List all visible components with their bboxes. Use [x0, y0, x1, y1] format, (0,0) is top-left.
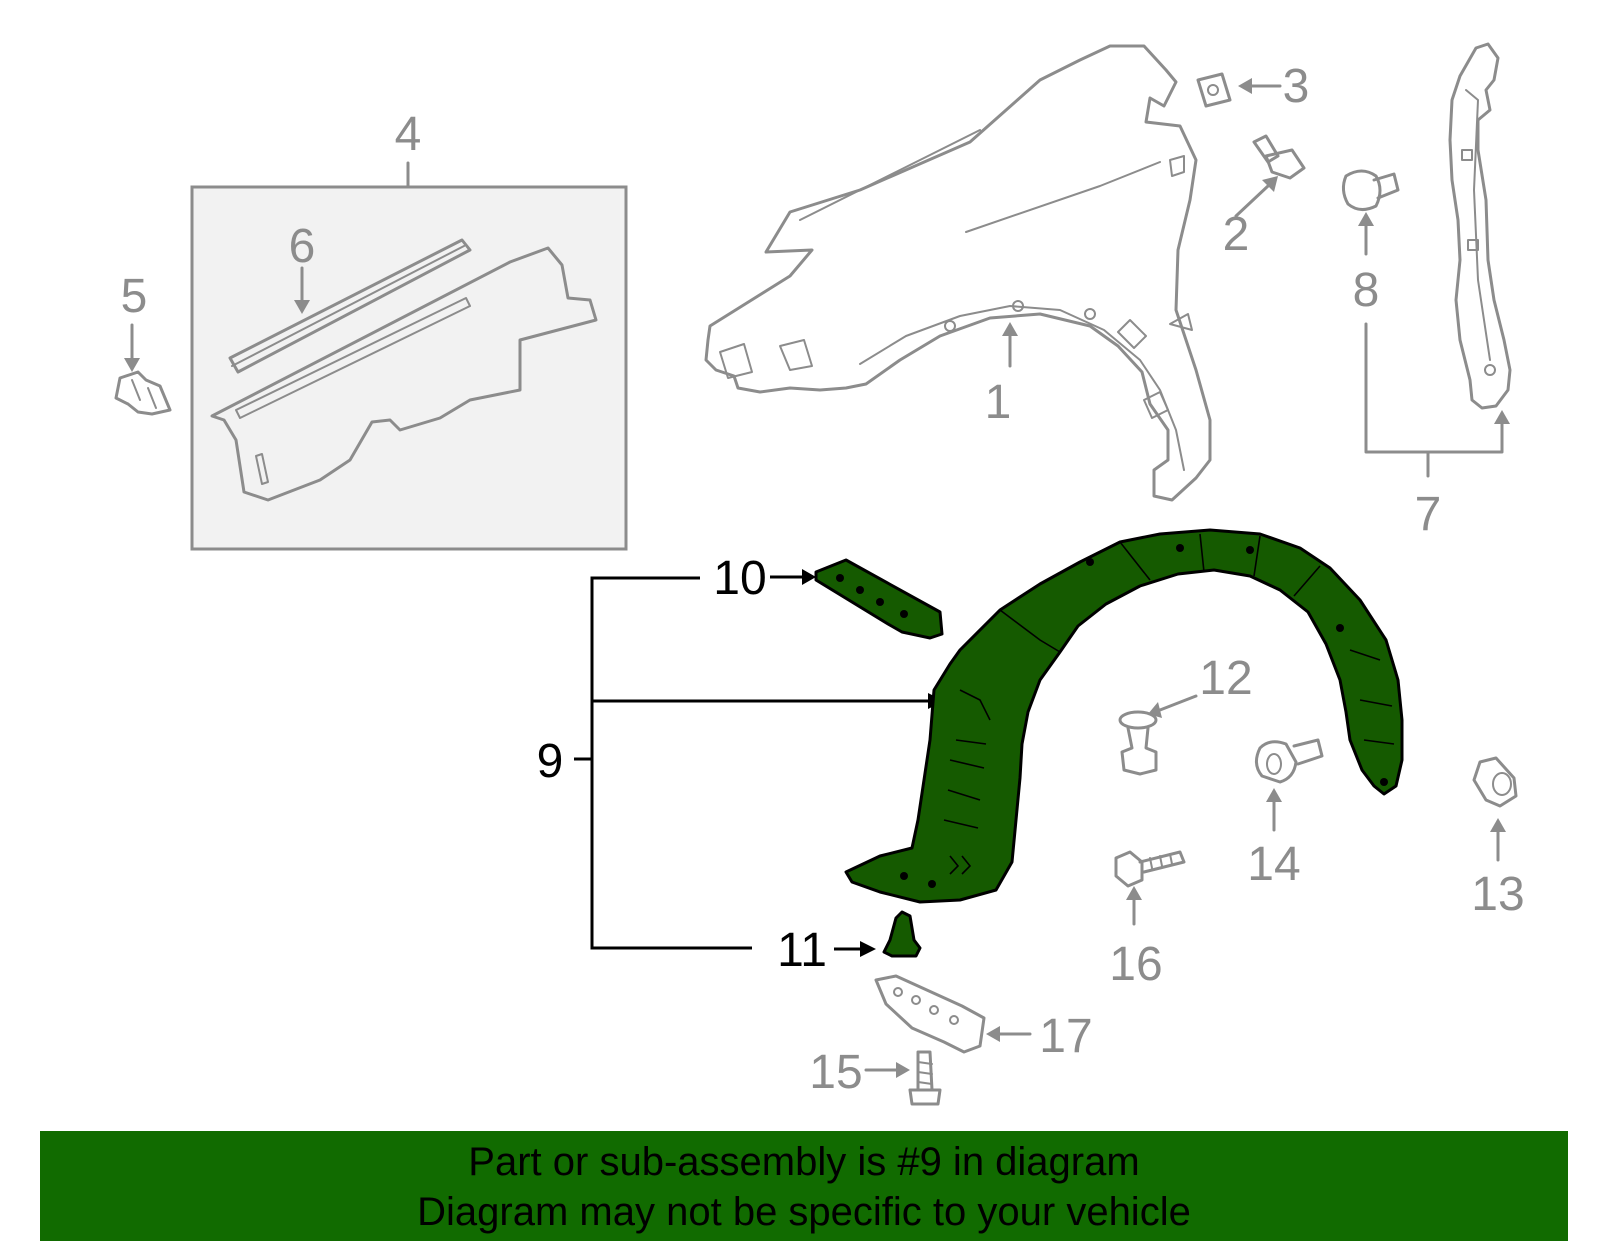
callout-7: 7: [1415, 488, 1442, 541]
part-10-bracket: [770, 558, 944, 640]
part-8-clip: [1341, 169, 1400, 256]
part-15-bolt: [864, 1050, 942, 1106]
callout-17: 17: [1039, 1010, 1092, 1063]
callout-8: 8: [1353, 264, 1380, 317]
part-4-panel: [210, 246, 598, 502]
callout-9: 9: [537, 735, 564, 788]
part-17-bracket: [874, 974, 1032, 1054]
callout-6: 6: [289, 220, 316, 273]
part-11-clip: [834, 910, 922, 958]
callout-5: 5: [121, 270, 148, 323]
part-6-molding: [228, 238, 472, 374]
part-4-assembly-box: [190, 161, 628, 551]
part-2-bolt: [1234, 134, 1306, 218]
banner-line-2: Diagram may not be specific to your vehi…: [417, 1190, 1191, 1234]
callout-15: 15: [809, 1046, 862, 1099]
part-13-clip: [1472, 756, 1518, 862]
part-7-bracket: [1448, 42, 1512, 410]
callout-12: 12: [1199, 652, 1252, 705]
callout-4: 4: [395, 108, 422, 161]
callout-1: 1: [985, 376, 1012, 429]
info-banner: Part or sub-assembly is #9 in diagram Di…: [40, 1131, 1568, 1241]
part-7-leader: [1364, 322, 1510, 478]
part-12-clip: [1118, 694, 1198, 776]
callout-14: 14: [1247, 838, 1300, 891]
banner-line-1: Part or sub-assembly is #9 in diagram: [468, 1140, 1140, 1184]
callout-11: 11: [777, 924, 827, 977]
callout-3: 3: [1283, 60, 1310, 113]
callout-13: 13: [1471, 868, 1524, 921]
part-9-fender-liner: [844, 528, 1404, 904]
part-5-clip: [114, 323, 172, 416]
callout-16: 16: [1109, 938, 1162, 991]
part-1-fender: [704, 44, 1212, 502]
part-3-nut-plate: [1196, 72, 1282, 108]
callout-2: 2: [1223, 208, 1250, 261]
part-16-bolt: [1114, 850, 1186, 926]
callout-10: 10: [713, 552, 766, 605]
part-14-clip: [1255, 738, 1324, 832]
